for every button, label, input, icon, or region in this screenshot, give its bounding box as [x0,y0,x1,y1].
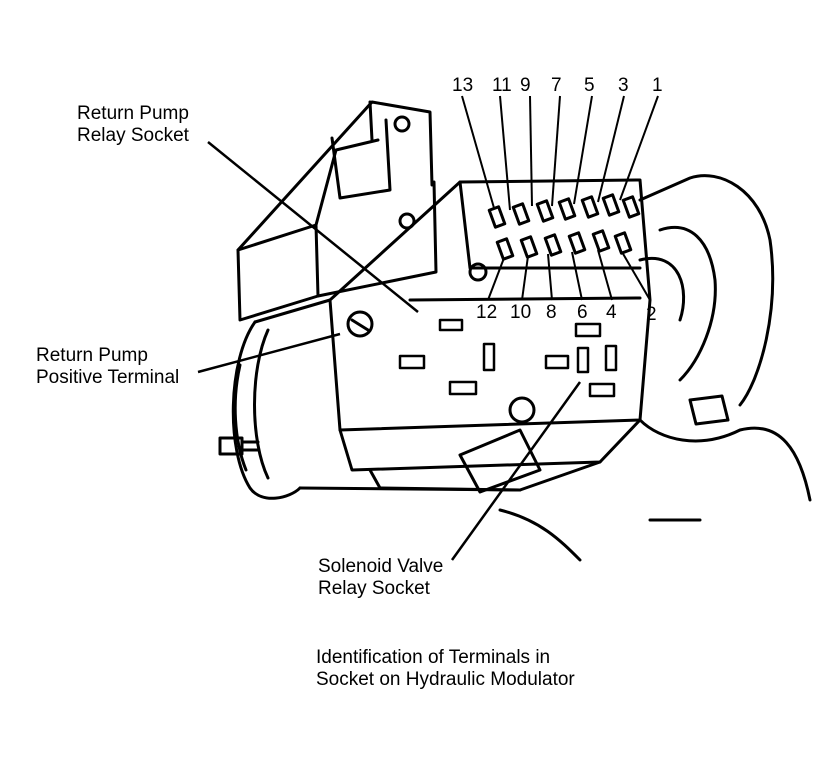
socket-block [328,178,652,494]
figure-caption: Identification of Terminals in Socket on… [316,647,575,691]
callout-leader-lines [197,141,582,561]
terminal-number-top-1: 13 [452,75,473,96]
terminal-number-top-4: 7 [551,75,562,96]
terminal-number-top-5: 5 [584,75,595,96]
terminal-number-bottom-3: 8 [546,302,557,323]
relay-slots [398,318,618,398]
callout-return-pump-positive-terminal-line-2: Positive Terminal [36,367,180,388]
terminal-number-bottom-2: 10 [510,302,531,323]
callout-solenoid-valve-relay-socket: Solenoid Valve Relay Socket [318,556,443,600]
callout-return-pump-positive-terminal-line-1: Return Pump [36,345,148,366]
figure-caption-line-2: Socket on Hydraulic Modulator [316,669,575,690]
callout-return-pump-positive-terminal: Return Pump Positive Terminal [36,345,179,389]
leader-return-pump-positive-terminal [197,332,341,374]
terminal-number-bottom-6: 2 [646,304,657,325]
terminal-pins-bottom [495,229,633,261]
terminal-number-bottom-5: 4 [606,302,617,323]
terminal-pins-top [487,193,641,229]
cable-connector [498,174,812,562]
terminal-number-top-3: 9 [520,75,531,96]
callout-solenoid-valve-relay-socket-line-1: Solenoid Valve [318,556,444,577]
callout-return-pump-relay-socket-line-1: Return Pump [77,103,189,124]
terminal-leader-lines [461,95,659,301]
terminal-number-bottom-1: 12 [476,302,497,323]
mounting-stud [218,436,260,456]
figure-caption-line-1: Identification of Terminals in [316,647,551,668]
relay-housing [236,100,438,322]
leader-solenoid-valve-relay-socket [450,381,582,561]
terminal-number-bottom-4: 6 [577,302,588,323]
callout-solenoid-valve-relay-socket-line-2: Relay Socket [318,578,430,599]
terminal-number-top-2: 11 [492,75,512,96]
leader-return-pump-relay-socket [207,141,419,313]
callout-return-pump-relay-socket-line-2: Relay Socket [77,125,189,146]
terminal-number-top-6: 3 [618,75,629,96]
callout-return-pump-relay-socket: Return Pump Relay Socket [77,103,189,147]
terminal-number-top-7: 1 [652,75,663,96]
terminal-numbers: 13 11 9 7 5 3 1 12 10 8 6 4 2 [452,75,663,325]
